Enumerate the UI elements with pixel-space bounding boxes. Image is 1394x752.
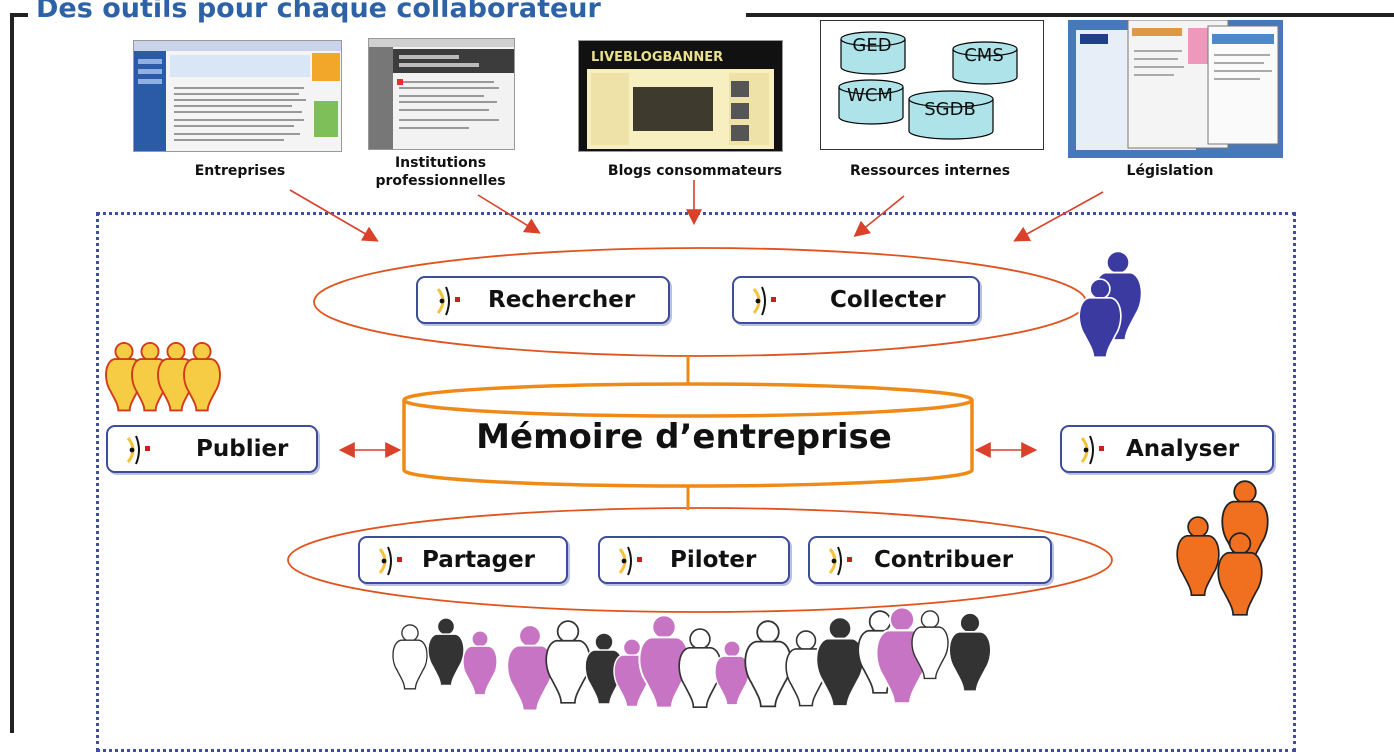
label-blogs: Blogs consommateurs [607, 163, 783, 179]
svg-text:LIVEBLOGBANNER: LIVEBLOGBANNER [591, 50, 723, 65]
frame-top-right [746, 13, 1394, 17]
tool-logo-icon [126, 435, 150, 465]
entreprises-screenshot [133, 40, 342, 152]
diagram-shapes [105, 180, 1269, 712]
page-title: Des outils pour chaque collaborateur [36, 0, 601, 24]
resource-cms: CMS [964, 45, 1004, 66]
blogs-screenshot: LIVEBLOGBANNER [578, 40, 783, 152]
legislation-screenshot [1068, 20, 1283, 158]
analyser-button[interactable]: Analyser [1060, 425, 1274, 473]
contribuer-button[interactable]: Contribuer [808, 536, 1052, 584]
publier-label: Publier [196, 436, 289, 462]
bottom-ellipse [287, 507, 1113, 613]
tool-logo-icon [752, 286, 776, 316]
tool-logo-icon [828, 546, 852, 576]
analyser-label: Analyser [1126, 436, 1240, 462]
frame-left [10, 13, 14, 733]
arrow-entreprises [289, 189, 379, 242]
piloter-button[interactable]: Piloter [598, 536, 790, 584]
publier-button[interactable]: Publier [106, 425, 318, 473]
contribuer-label: Contribuer [874, 547, 1014, 573]
partager-button[interactable]: Partager [358, 536, 568, 584]
blue-people-group [1078, 250, 1143, 359]
resource-wcm: WCM [847, 85, 893, 106]
arrow-legislation [1013, 191, 1104, 242]
ressources-internes-box [820, 20, 1044, 150]
rechercher-button[interactable]: Rechercher [416, 276, 670, 324]
frame-top-left [10, 13, 28, 17]
tool-logo-icon [618, 546, 642, 576]
tool-logo-icon [1080, 435, 1104, 465]
arrow-ressources [853, 195, 905, 238]
label-institutions-2: professionnelles [375, 173, 506, 189]
label-institutions-1: Institutions [394, 155, 487, 171]
memory-cylinder [402, 382, 974, 488]
resource-ged: GED [852, 35, 892, 56]
resource-sgdb: SGDB [924, 99, 976, 120]
yellow-people-group [105, 342, 221, 412]
collecter-button[interactable]: Collecter [732, 276, 980, 324]
bottom-crowd [392, 606, 992, 712]
memory-label: Mémoire d’entreprise [476, 417, 892, 457]
collecter-label: Collecter [830, 287, 946, 313]
label-legislation: Législation [1126, 163, 1214, 179]
label-ressources: Ressources internes [849, 163, 1011, 179]
institutions-screenshot [368, 38, 515, 150]
partager-label: Partager [422, 547, 536, 573]
arrow-institutions [477, 194, 541, 234]
tool-logo-icon [378, 546, 402, 576]
piloter-label: Piloter [670, 547, 757, 573]
tool-logo-icon [436, 286, 460, 316]
rechercher-label: Rechercher [488, 287, 636, 313]
orange-people-group [1176, 480, 1269, 616]
label-entreprises: Entreprises [194, 163, 286, 179]
